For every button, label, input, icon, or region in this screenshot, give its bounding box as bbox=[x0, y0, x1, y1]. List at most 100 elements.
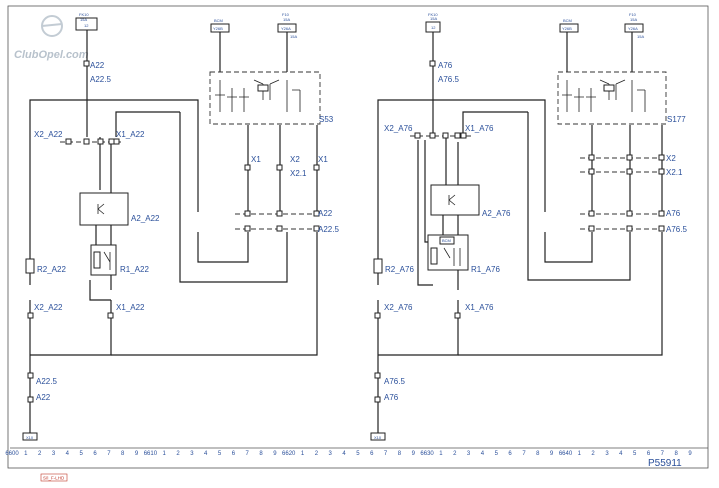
svg-text:A76: A76 bbox=[438, 61, 453, 70]
ruler-label: 2 bbox=[453, 451, 457, 457]
ruler-label: 5 bbox=[495, 451, 499, 457]
ruler-label: 2 bbox=[38, 451, 42, 457]
right-connector-x2: X2 X2.1 bbox=[580, 154, 683, 177]
left-switch-module: S53 bbox=[209, 71, 334, 125]
left-fuse-bcm: BCM Y26B bbox=[210, 18, 230, 33]
ruler-label: 9 bbox=[135, 451, 139, 457]
svg-text:Y26B: Y26B bbox=[213, 26, 223, 31]
svg-text:A76.5: A76.5 bbox=[384, 377, 405, 386]
ruler-label: 7 bbox=[522, 451, 526, 457]
left-circuit: FK10 15A 12 BCM Y26B F10 15A Y26A 15A bbox=[22, 12, 339, 441]
svg-text:FK10: FK10 bbox=[428, 12, 438, 17]
ruler-label: 5 bbox=[80, 451, 84, 457]
svg-text:12: 12 bbox=[431, 25, 436, 30]
ruler-label: 5 bbox=[356, 451, 360, 457]
ruler-label: 8 bbox=[121, 451, 125, 457]
svg-text:15A: 15A bbox=[630, 17, 637, 22]
right-connector-mid: X2_A76 X1_A76 bbox=[374, 303, 494, 319]
ruler-label: 6640 bbox=[559, 451, 573, 457]
svg-text:X2: X2 bbox=[666, 154, 676, 163]
svg-text:X2.1: X2.1 bbox=[666, 168, 683, 177]
svg-text:X10: X10 bbox=[26, 435, 34, 440]
svg-text:A76: A76 bbox=[666, 209, 681, 218]
ruler-label: 1 bbox=[163, 451, 167, 457]
ruler-label: 1 bbox=[578, 451, 582, 457]
ruler-label: 6600 bbox=[5, 451, 19, 457]
ruler-label: 8 bbox=[675, 451, 679, 457]
ruler-label: 4 bbox=[481, 451, 485, 457]
svg-text:A2_A76: A2_A76 bbox=[482, 209, 511, 218]
ruler-label: 1 bbox=[439, 451, 443, 457]
ruler-label: 3 bbox=[52, 451, 56, 457]
svg-text:BCM: BCM bbox=[442, 238, 451, 243]
right-fuse-bcm: BCM Y26B bbox=[559, 18, 579, 33]
svg-text:X2: X2 bbox=[290, 155, 300, 164]
left-module-a2: A2_A22 bbox=[79, 192, 160, 226]
svg-text:X1: X1 bbox=[251, 155, 261, 164]
ruler-label: 3 bbox=[605, 451, 609, 457]
ruler-label: 4 bbox=[619, 451, 623, 457]
ruler-label: 6 bbox=[647, 451, 651, 457]
sheet-frame bbox=[7, 5, 709, 469]
svg-text:A22.5: A22.5 bbox=[36, 377, 57, 386]
ruler-label: 4 bbox=[342, 451, 346, 457]
right-switch-module: S177 bbox=[557, 71, 686, 125]
ruler-label: 9 bbox=[273, 451, 277, 457]
svg-text:X2.1: X2.1 bbox=[290, 169, 307, 178]
ruler-label: 1 bbox=[301, 451, 305, 457]
svg-text:A2_A22: A2_A22 bbox=[131, 214, 160, 223]
left-connector-top: X2_A22 X1_A22 bbox=[34, 130, 145, 145]
ruler-label: 6 bbox=[93, 451, 97, 457]
svg-text:A22: A22 bbox=[36, 393, 51, 402]
ruler-label: 6 bbox=[508, 451, 512, 457]
right-top-splice: A76 A76.5 bbox=[429, 60, 459, 84]
svg-text:Y26A: Y26A bbox=[281, 26, 291, 31]
left-relay-r1: R1_A22 bbox=[90, 244, 149, 276]
ruler-label: 3 bbox=[467, 451, 471, 457]
right-fuse-top: FK10 15A 12 bbox=[425, 12, 441, 33]
ruler-label: 3 bbox=[190, 451, 194, 457]
svg-text:X1: X1 bbox=[318, 155, 328, 164]
right-lower-splice: A76.5 A76 X10 bbox=[370, 372, 405, 441]
svg-text:15A: 15A bbox=[80, 17, 87, 22]
ruler-label: 9 bbox=[550, 451, 554, 457]
right-resistor-r2: R2_A76 bbox=[373, 258, 414, 274]
svg-text:15A: 15A bbox=[637, 34, 644, 39]
svg-text:A76.5: A76.5 bbox=[438, 75, 459, 84]
right-module-a2: A2_A76 bbox=[430, 184, 511, 218]
ruler-label: 8 bbox=[536, 451, 540, 457]
right-relay-r1: BCM R1_A76 bbox=[427, 234, 500, 274]
left-resistor-r2: R2_A22 bbox=[25, 258, 66, 274]
ruler-label: 5 bbox=[633, 451, 637, 457]
ruler-label: 9 bbox=[688, 451, 692, 457]
right-connector-a76-right: A76 A76.5 bbox=[580, 209, 687, 234]
right-circuit: FK10 15A 12 BCM Y26B F10 15A Y26A 15A bbox=[370, 12, 687, 441]
ruler-label: 8 bbox=[259, 451, 263, 457]
svg-text:S177: S177 bbox=[667, 115, 686, 124]
left-lower-splice: A22.5 A22 X10 bbox=[22, 372, 57, 441]
ruler-label: 7 bbox=[246, 451, 250, 457]
svg-text:R2_A76: R2_A76 bbox=[385, 265, 414, 274]
footer-tag: S/I_F-LHD bbox=[40, 473, 68, 482]
svg-text:X2_A76: X2_A76 bbox=[384, 124, 413, 133]
svg-text:X1_A76: X1_A76 bbox=[465, 124, 494, 133]
svg-text:15A: 15A bbox=[290, 34, 297, 39]
svg-text:12: 12 bbox=[84, 23, 89, 28]
ruler-label: 7 bbox=[384, 451, 388, 457]
svg-text:A22.5: A22.5 bbox=[318, 225, 339, 234]
svg-text:R1_A22: R1_A22 bbox=[120, 265, 149, 274]
ruler-label: 6610 bbox=[144, 451, 158, 457]
left-top-splice: A22 A22.5 bbox=[83, 60, 111, 84]
svg-text:X2_A22: X2_A22 bbox=[34, 130, 63, 139]
svg-text:S53: S53 bbox=[319, 115, 334, 124]
svg-text:R2_A22: R2_A22 bbox=[37, 265, 66, 274]
ruler-label: 9 bbox=[412, 451, 416, 457]
ruler-label: 2 bbox=[176, 451, 180, 457]
ruler-label: 4 bbox=[66, 451, 70, 457]
svg-text:F10: F10 bbox=[629, 12, 637, 17]
right-connector-top: X2_A76 X1_A76 bbox=[384, 124, 494, 139]
svg-text:BCM: BCM bbox=[214, 18, 223, 23]
left-fuse-top: FK10 15A 12 bbox=[75, 12, 98, 31]
ruler-label: 2 bbox=[315, 451, 319, 457]
